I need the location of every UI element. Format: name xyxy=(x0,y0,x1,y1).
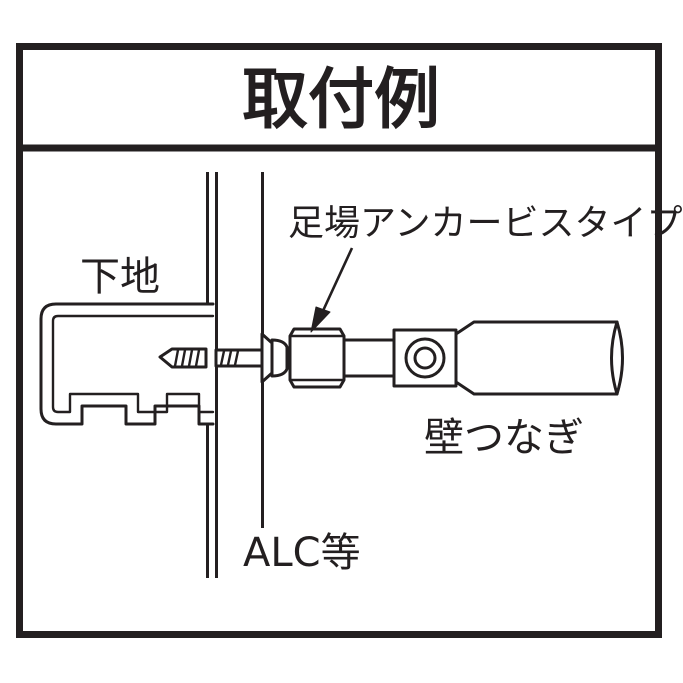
circle-eye-icon-inner xyxy=(413,346,437,370)
clevis-eye xyxy=(392,328,458,388)
hex-nut-body xyxy=(288,327,346,389)
substrate-channel xyxy=(39,302,215,426)
collar xyxy=(270,338,289,378)
anchor-leader-line xyxy=(320,247,354,314)
wall-tie-pipe xyxy=(454,320,624,396)
screw-thread-marks-shank xyxy=(219,349,240,367)
nut-outline xyxy=(288,327,346,389)
flange-washer-assembly xyxy=(260,332,289,384)
arrow-down-left-icon xyxy=(310,306,331,333)
tie-pipe-body xyxy=(454,320,619,396)
screw-thread-marks-tip xyxy=(173,348,201,368)
label-anchor: 足場アンカービスタイプ xyxy=(288,203,683,244)
anchor-leader xyxy=(310,247,354,333)
tie-pipe-end-ellipse xyxy=(615,320,624,396)
figure-title: 取付例 xyxy=(242,61,440,138)
channel-inner-profile xyxy=(51,314,215,414)
frame-outer-border xyxy=(16,43,662,638)
figure-frame xyxy=(16,43,662,638)
label-wall-tie: 壁つなぎ xyxy=(424,415,584,461)
shaft-section xyxy=(342,338,396,378)
label-wall-material: ALC等 xyxy=(243,530,361,576)
shaft-body xyxy=(342,338,396,378)
anchor-screw xyxy=(158,347,266,369)
label-substrate: 下地 xyxy=(80,254,160,300)
